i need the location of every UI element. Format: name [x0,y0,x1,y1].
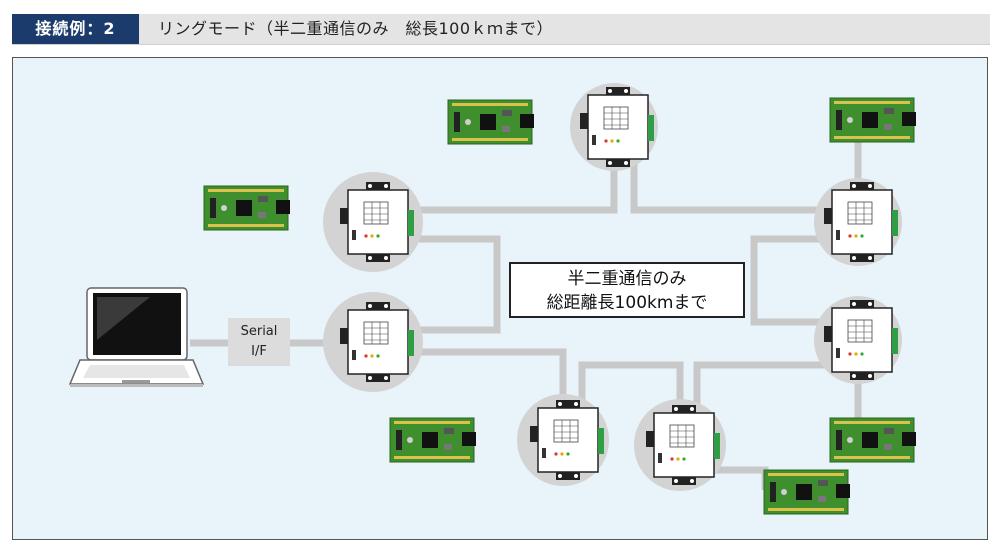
laptop-icon [68,287,205,387]
serial-label-line2: I/F [251,344,267,359]
ring-mode-label-line1: 半二重通信のみ [567,269,687,289]
section-header: 接続例：2 リングモード（半二重通信のみ 総長100ｋｍまで） [12,14,990,45]
example-tag: 接続例：2 [12,14,139,44]
serial-label-line1: Serial [240,324,278,339]
ring-mode-label: 半二重通信のみ 総距離長100kmまで [509,262,745,318]
ring-mode-label-line2: 総距離長100kmまで [546,293,708,313]
serial-interface-label: Serial I/F [228,318,290,366]
example-title: リングモード（半二重通信のみ 総長100ｋｍまで） [158,19,554,38]
